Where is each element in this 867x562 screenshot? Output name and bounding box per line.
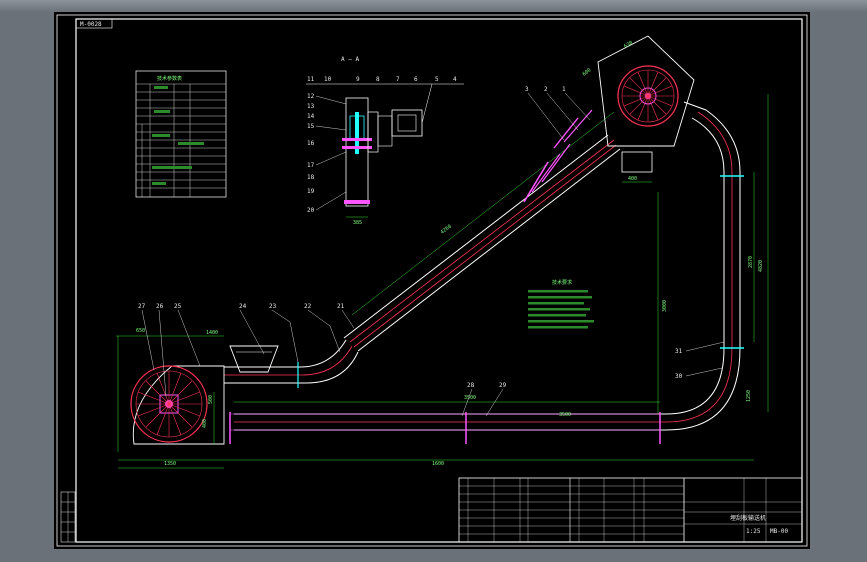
callout-24: 24: [239, 303, 247, 310]
title-block: 埋刮板输送机 MB-00 1:25: [458, 477, 803, 543]
callout-9: 9: [356, 76, 360, 83]
tech-notes: 技术要求: [528, 279, 594, 329]
revision-strip: [60, 491, 76, 543]
title-tag: M-0028: [80, 21, 102, 28]
right-casing: 4820 2870 3000 1250 31 30: [234, 94, 769, 431]
callout-23: 23: [269, 303, 277, 310]
callout-5: 5: [435, 76, 439, 83]
callout-27: 27: [138, 303, 146, 310]
outer-border: [56, 14, 808, 547]
supports-incline: [523, 109, 593, 203]
section-view: A — A 11 10 9 8 7 6 5 4 12 13 14 15 16 1…: [306, 56, 464, 226]
callout-29: 29: [499, 382, 507, 389]
dim-2870: 2870: [748, 256, 754, 268]
callout-6: 6: [414, 76, 418, 83]
callout-3: 3: [525, 86, 529, 93]
dim-1400: 1400: [206, 330, 218, 336]
callout-19: 19: [307, 188, 315, 195]
section-label: A — A: [341, 56, 359, 63]
callout-4: 4: [453, 76, 457, 83]
dim-3500b: 3500: [559, 412, 571, 418]
callout-17: 17: [307, 162, 315, 169]
spec-table: 技术参数表: [135, 70, 227, 198]
section-width: 385: [353, 220, 362, 226]
dim-500: 500: [208, 395, 214, 404]
dim-4820: 4820: [758, 260, 764, 272]
callout-16: 16: [307, 140, 315, 147]
inner-frame: [75, 18, 803, 543]
callout-7: 7: [396, 76, 400, 83]
tail-wheel: 650 1400 500 400 27 26 25: [116, 303, 225, 452]
callout-1: 1: [562, 86, 566, 93]
callout-14: 14: [307, 113, 315, 120]
dim-overall: 1600: [432, 461, 444, 467]
callout-10: 10: [324, 76, 332, 83]
dim-630: 630: [623, 40, 634, 50]
dim-3500a: 3500: [464, 395, 476, 401]
callout-2: 2: [544, 86, 548, 93]
callout-31: 31: [675, 348, 683, 355]
drawing-name: 埋刮板输送机: [730, 514, 766, 522]
dim-1250: 1250: [746, 390, 752, 402]
incline-casing: 4260 3 2 1: [343, 86, 621, 352]
callout-12: 12: [307, 93, 315, 100]
dim-400: 400: [628, 176, 637, 182]
callout-26: 26: [156, 303, 164, 310]
title-tag-box: [75, 18, 113, 29]
spec-table-title: 技术参数表: [157, 75, 182, 82]
dim-600: 600: [582, 67, 593, 77]
callout-28: 28: [467, 382, 475, 389]
callout-15: 15: [307, 123, 315, 130]
callout-21: 21: [337, 303, 345, 310]
head-wheel: 400 630 600: [582, 35, 695, 183]
callout-18: 18: [307, 174, 315, 181]
callout-22: 22: [304, 303, 312, 310]
drawing-scale: 1:25: [746, 528, 761, 535]
window-titlebar-strip: [0, 0, 867, 12]
incline-dim: 4260: [440, 224, 453, 236]
dim-3000: 3000: [662, 300, 668, 312]
callout-11: 11: [307, 76, 315, 83]
dim-650: 650: [136, 328, 145, 334]
callout-30: 30: [675, 373, 683, 380]
callout-8: 8: [376, 76, 380, 83]
drawing-sheet: M-0028 技术参数表: [54, 12, 810, 549]
callout-25: 25: [174, 303, 182, 310]
tech-title: 技术要求: [552, 279, 572, 286]
cad-canvas: M-0028 技术参数表: [56, 14, 808, 547]
dim-left-overall: 1350: [164, 461, 176, 467]
feed-hopper: 24 23 22 21: [229, 303, 355, 373]
lower-casing: 3500 3500 1600 1350 28 29: [118, 339, 754, 469]
drawing-no: MB-00: [770, 528, 788, 535]
dim-400: 400: [202, 419, 208, 428]
callout-20: 20: [307, 207, 315, 214]
callout-13: 13: [307, 103, 315, 110]
